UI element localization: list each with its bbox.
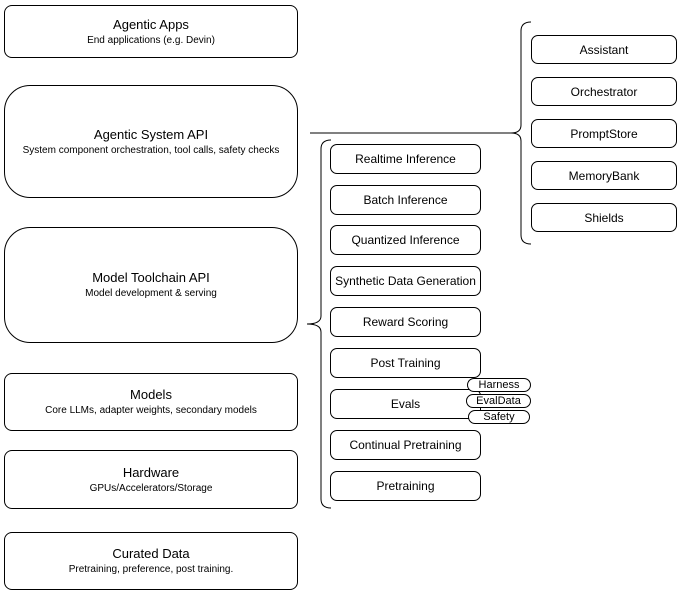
pill-safety: Safety xyxy=(468,410,530,424)
node-subtitle: Core LLMs, adapter weights, secondary mo… xyxy=(45,405,257,416)
node-subtitle: End applications (e.g. Devin) xyxy=(87,34,215,46)
node-title: Hardware xyxy=(122,464,180,480)
pill-evaldata: EvalData xyxy=(466,394,531,408)
node-continual-pretraining: Continual Pretraining xyxy=(330,430,481,460)
node-subtitle: Pretraining, preference, post training. xyxy=(68,564,234,575)
node-hardware: Hardware GPUs/Accelerators/Storage xyxy=(4,450,298,509)
node-models: Models Core LLMs, adapter weights, secon… xyxy=(4,373,298,431)
node-evals: Evals xyxy=(330,389,481,419)
node-batch-inference: Batch Inference xyxy=(330,185,481,215)
node-curated-data: Curated Data Pretraining, preference, po… xyxy=(4,532,298,590)
brace-toolchain-services xyxy=(306,139,332,509)
node-title: Curated Data xyxy=(112,546,190,561)
node-reward-scoring: Reward Scoring xyxy=(330,307,481,337)
node-assistant: Assistant xyxy=(531,35,677,64)
node-title: Model Toolchain API xyxy=(92,270,210,285)
pill-harness: Harness xyxy=(467,378,531,392)
node-subtitle: Model development & serving xyxy=(85,288,217,299)
node-orchestrator: Orchestrator xyxy=(531,77,677,106)
brace-system-components xyxy=(510,21,532,245)
node-title: Agentic Apps xyxy=(113,16,189,32)
node-title: Models xyxy=(130,387,172,402)
node-realtime-inference: Realtime Inference xyxy=(330,144,481,174)
node-title: Agentic System API xyxy=(93,126,209,142)
node-promptstore: PromptStore xyxy=(531,119,677,148)
node-shields: Shields xyxy=(531,203,677,232)
node-model-toolchain-api: Model Toolchain API Model development & … xyxy=(4,227,298,343)
node-agentic-apps: Agentic Apps End applications (e.g. Devi… xyxy=(4,5,298,58)
node-pretraining: Pretraining xyxy=(330,471,481,501)
node-subtitle: GPUs/Accelerators/Storage xyxy=(89,482,213,494)
node-subtitle: System component orchestration, tool cal… xyxy=(22,144,280,156)
node-agentic-system-api: Agentic System API System component orch… xyxy=(4,85,298,198)
node-memorybank: MemoryBank xyxy=(531,161,677,190)
node-post-training: Post Training xyxy=(330,348,481,378)
node-quantized-inference: Quantized Inference xyxy=(330,225,481,255)
node-synthetic-data-generation: Synthetic Data Generation xyxy=(330,266,481,296)
